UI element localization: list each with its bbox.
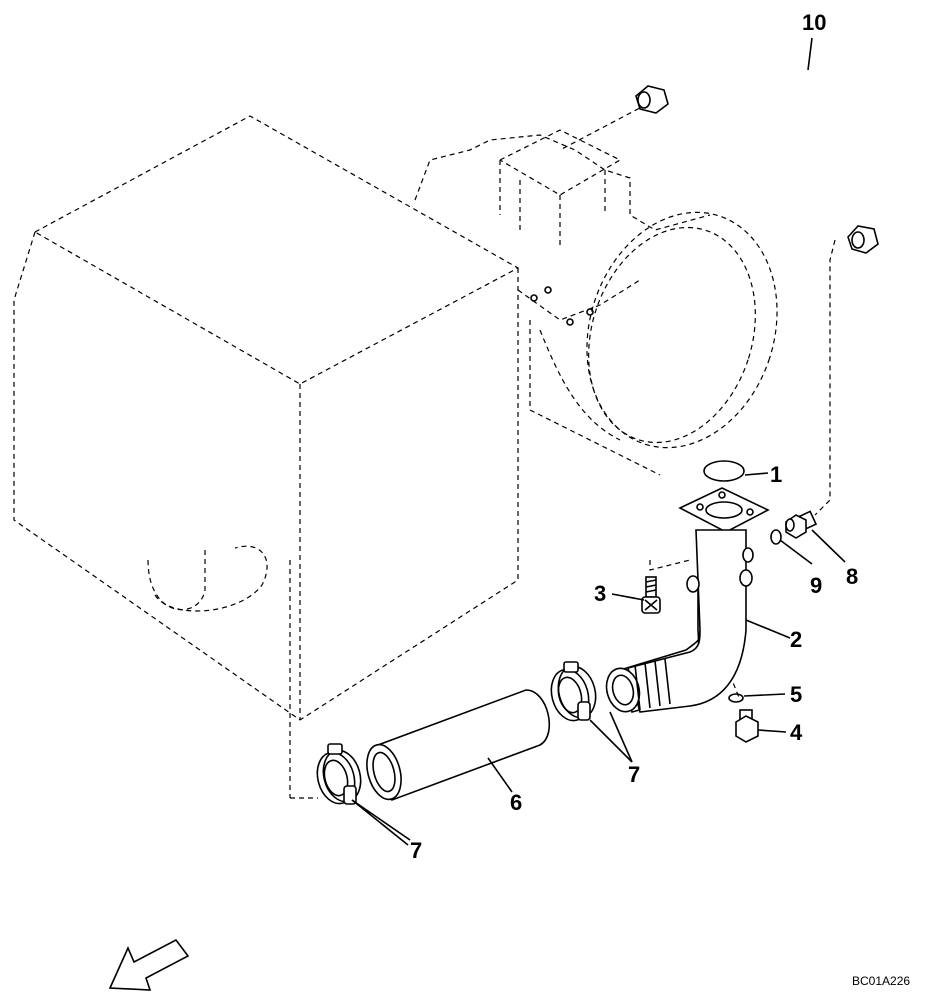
part-label-1: 1 (770, 462, 782, 487)
drawing-code: BC01A226 (852, 974, 910, 988)
part-label-8: 8 (846, 564, 858, 589)
label-leaders (351, 37, 846, 846)
plug-part-4 (735, 709, 759, 743)
part-label-3: 3 (594, 581, 606, 606)
part-label-6: 6 (510, 790, 522, 815)
fitting-part-8 (785, 510, 818, 539)
bolt-part-3 (641, 576, 661, 614)
part-label-5: 5 (790, 682, 802, 707)
hose-clamp-part-7-left (316, 743, 362, 805)
pump-assembly-outline (414, 129, 778, 476)
elbow-pipe-part-2 (605, 487, 770, 713)
part-label-9: 9 (810, 573, 822, 598)
connection-leaders (559, 99, 836, 701)
o-ring-part-9 (770, 529, 782, 545)
o-ring-part-5 (728, 693, 744, 703)
hose-part-10 (635, 58, 914, 254)
o-ring-part-1 (703, 460, 745, 482)
part-labels: 10 1 2 3 4 5 6 7 7 8 9 (410, 10, 858, 863)
part-label-7: 7 (628, 762, 640, 787)
part-label-10: 10 (802, 10, 826, 35)
suction-hose-part-6 (366, 689, 550, 802)
part-label-2: 2 (790, 627, 802, 652)
hose-clamp-part-7-right (550, 661, 597, 722)
hydraulic-tank-outline (13, 115, 520, 799)
part-label-7: 7 (410, 838, 422, 863)
front-direction-arrow-icon (108, 938, 190, 991)
part-label-4: 4 (790, 720, 803, 745)
